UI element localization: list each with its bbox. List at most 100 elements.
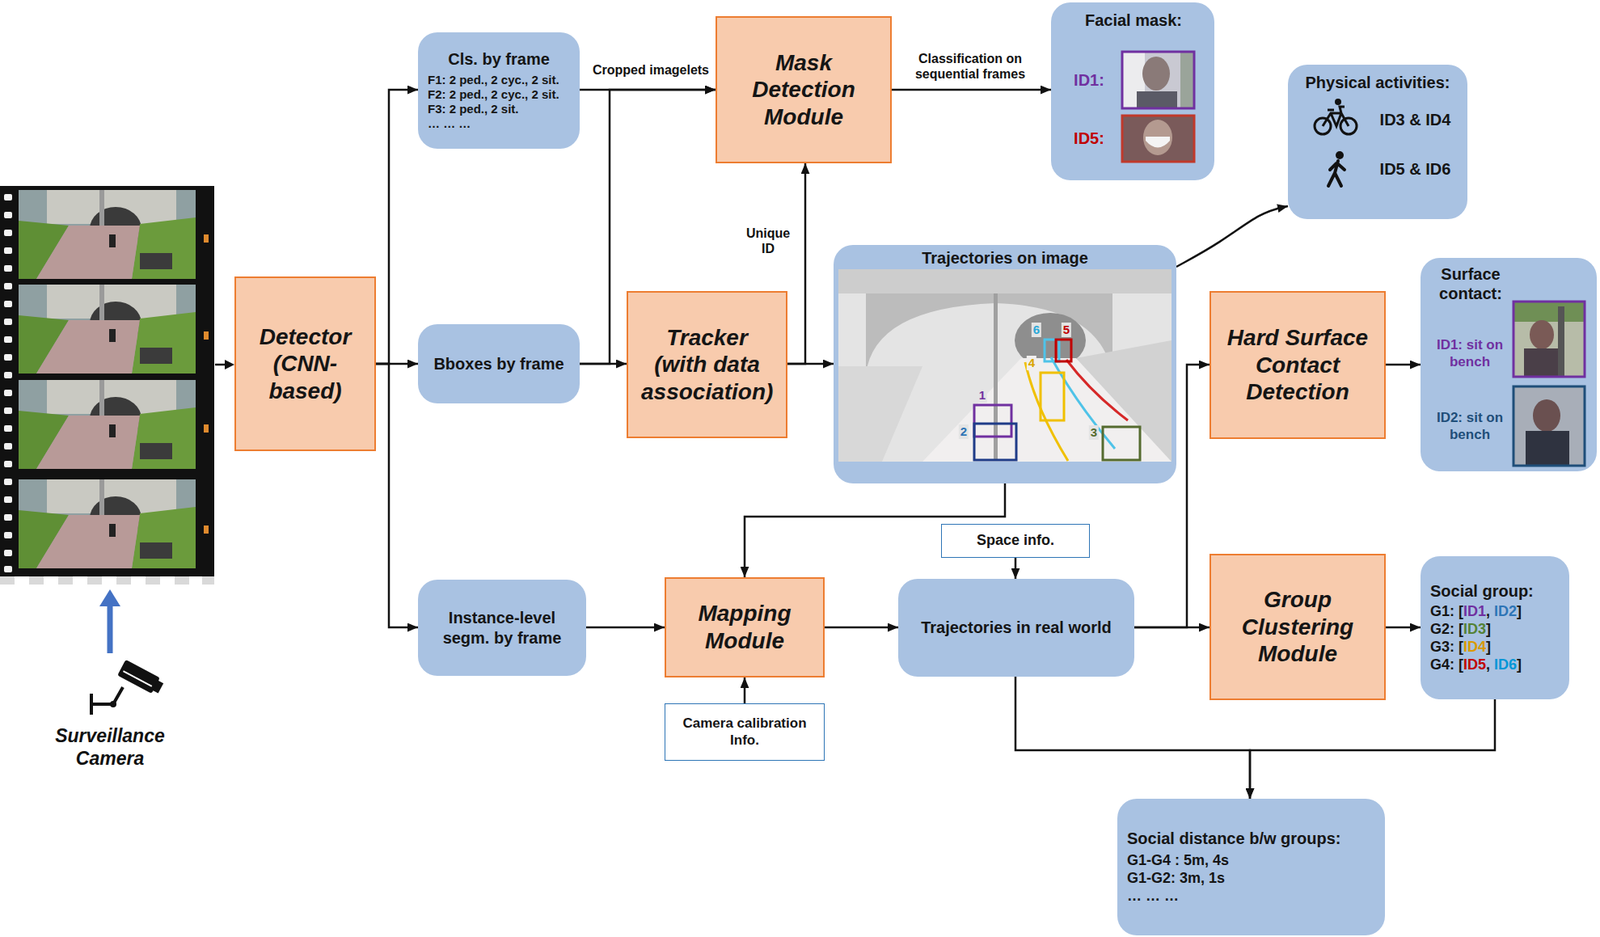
scene-image (1055, 339, 1072, 362)
film-strip (203, 525, 209, 534)
person-photo (1513, 301, 1585, 322)
id-token: ID2 (1494, 603, 1517, 620)
film-strip (4, 371, 13, 379)
film-strip (18, 189, 196, 279)
scene-image (838, 269, 1172, 294)
node-text: G1-G4 : 5m, 4s (1127, 852, 1376, 870)
connector (1176, 206, 1288, 267)
node-text: F2: 2 ped., 2 cyc., 2 sit. (427, 87, 570, 102)
data-box: Social distance b/w groups:G1-G4 : 5m, 4… (1117, 798, 1385, 936)
face-photo (1122, 51, 1195, 109)
person-photo (1513, 386, 1585, 466)
face-photo (1122, 51, 1195, 109)
film-strip (4, 336, 13, 343)
film-strip (4, 282, 13, 290)
process-box: Tracker (with data association) (626, 291, 788, 439)
id-token: , (1486, 656, 1495, 673)
film-strip (4, 389, 13, 397)
node-title: Space info. (949, 531, 1081, 550)
node-title: Instance-level segm. by frame (427, 607, 577, 648)
person-photo (1524, 348, 1563, 377)
id-token: G2: [ (1430, 620, 1464, 638)
film-strip (4, 565, 13, 573)
person-photo (1557, 306, 1565, 377)
connector (743, 677, 747, 704)
connector (1249, 699, 1495, 799)
id-token: G4: [ (1430, 656, 1464, 673)
node-title: Hard Surface Contact Detection (1224, 324, 1372, 406)
face-photo (1143, 119, 1173, 156)
film-strip (4, 514, 13, 521)
node-text: F3: 2 ped., 2 sit. (427, 101, 570, 117)
node-text: ID3 & ID4 (1368, 109, 1462, 130)
node-title: Camera calibration Info. (673, 715, 816, 749)
id-token: ] (1516, 656, 1522, 673)
film-strip (0, 576, 15, 585)
edge-label: Classification on sequential frames (902, 50, 1039, 83)
node-title: Physical activities: (1296, 72, 1460, 93)
input-box: Space info. (941, 523, 1090, 558)
node-text: G4: [ID5, ID6] (1430, 656, 1560, 675)
node-text: ID1: sit on bench (1428, 337, 1512, 371)
connector (824, 626, 899, 630)
film-strip (0, 576, 215, 585)
device-label: Surveillance Camera (37, 725, 183, 770)
data-box: Surface contact:ID1: sit on benchID2: si… (1420, 257, 1597, 472)
node-title: Group Clustering Module (1224, 586, 1372, 668)
connector (586, 626, 665, 630)
person-photo (1513, 301, 1585, 377)
upload-arrow (99, 589, 121, 654)
film-strip (4, 247, 13, 254)
film-strip (4, 407, 13, 414)
connector (579, 363, 627, 366)
film-strip (202, 576, 215, 585)
id-token: ID4 (1463, 638, 1487, 655)
person-photo (1513, 301, 1585, 377)
connector (1134, 626, 1210, 630)
film-to-detector-arrow (224, 359, 235, 370)
edge-label: Unique ID (738, 224, 798, 258)
edge-label: Cropped imagelets (590, 61, 712, 79)
bicycle-icon (1314, 106, 1357, 135)
node-text: G1: [ID1, ID2] (1430, 603, 1560, 621)
data-box: Social group:G1: [ID1, ID2]G2: [ID3]G3: … (1420, 556, 1570, 700)
face-photo (1122, 51, 1195, 109)
scene-image (838, 366, 923, 462)
process-box: Mask Detection Module (715, 16, 892, 164)
film-strip (203, 234, 209, 243)
connector (787, 363, 834, 366)
callout-number: 1 (977, 388, 988, 403)
walker-icon (1335, 151, 1344, 160)
film-strip (4, 460, 13, 468)
id-token: ] (1486, 638, 1491, 655)
callout-number: 4 (1026, 355, 1037, 371)
callout-number: 2 (958, 424, 969, 440)
node-title: Tracker (with data association) (641, 324, 773, 406)
face-photo (1142, 56, 1170, 91)
film-to-detector-arrow (215, 363, 227, 367)
connector (787, 163, 806, 364)
callout-number: 3 (1089, 425, 1099, 440)
film-strip (4, 229, 13, 237)
face-photo (1145, 136, 1170, 148)
connector (1014, 557, 1018, 579)
film-strip (4, 265, 13, 272)
callout-number: 5 (1061, 322, 1072, 338)
film-strip (4, 194, 13, 201)
camera-icon (109, 700, 117, 708)
id-token: ID3 (1463, 620, 1487, 638)
node-title: Detector (CNN-based) (249, 323, 362, 406)
film-strip (4, 443, 13, 450)
film-strip (87, 576, 102, 585)
face-photo (1122, 115, 1195, 162)
walker-icon (1328, 160, 1345, 186)
connector (1385, 626, 1421, 630)
scene-image (1040, 372, 1064, 421)
id-token: ] (1486, 620, 1491, 638)
data-box: Instance-level segm. by frame (417, 579, 587, 676)
film-strip (4, 425, 13, 432)
data-box: Trajectories in real world (898, 578, 1135, 677)
film-strip (18, 284, 196, 374)
process-box: Mapping Module (664, 577, 825, 678)
callout-number: 6 (1031, 322, 1042, 338)
